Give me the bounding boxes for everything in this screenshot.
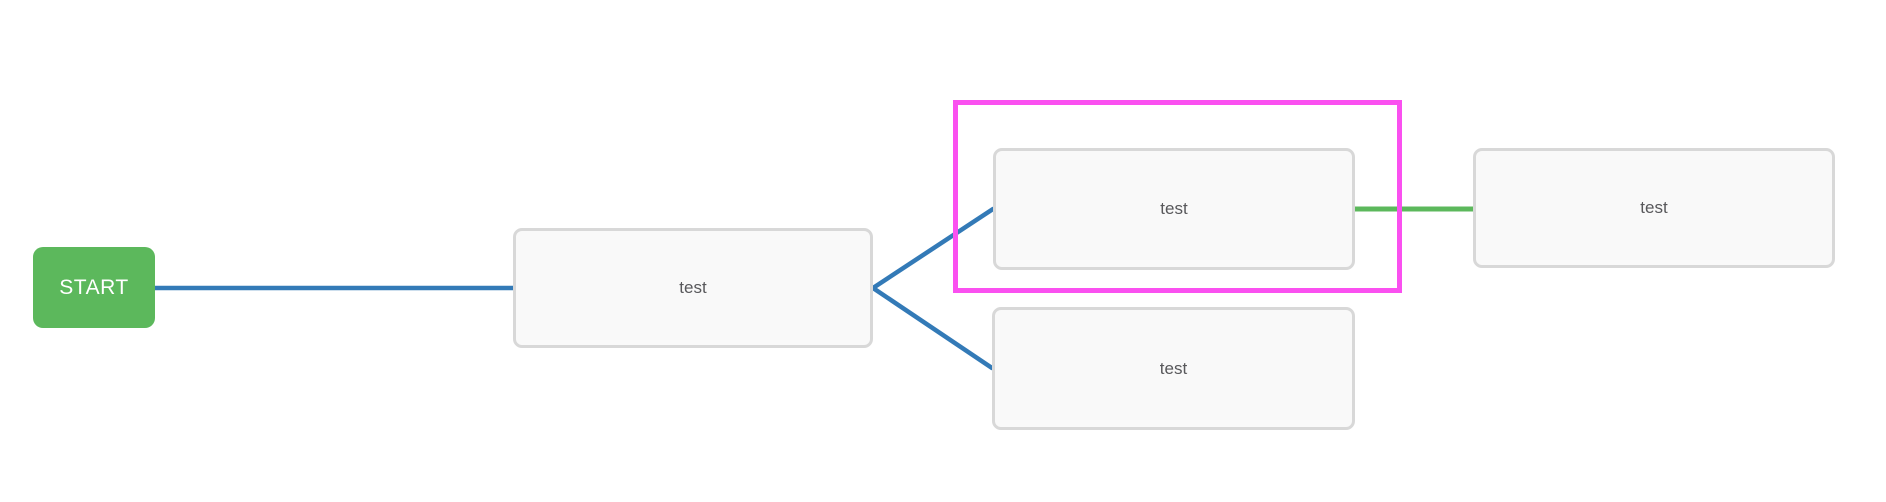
- node-test-2-selected[interactable]: test: [993, 148, 1355, 270]
- node-label: test: [1640, 198, 1668, 217]
- start-node-label: START: [59, 275, 129, 299]
- node-test-1[interactable]: test: [513, 228, 873, 348]
- node-test-3[interactable]: test: [1473, 148, 1835, 268]
- node-label: test: [1160, 199, 1188, 218]
- node-test-4[interactable]: test: [992, 307, 1355, 430]
- start-node[interactable]: START: [33, 247, 155, 328]
- selection-highlight-box: [953, 100, 1402, 293]
- connector-node1-to-node2[interactable]: [870, 206, 996, 291]
- node-label: test: [679, 278, 707, 297]
- node-label: test: [1159, 358, 1188, 378]
- connector-node1-to-node4[interactable]: [870, 285, 995, 371]
